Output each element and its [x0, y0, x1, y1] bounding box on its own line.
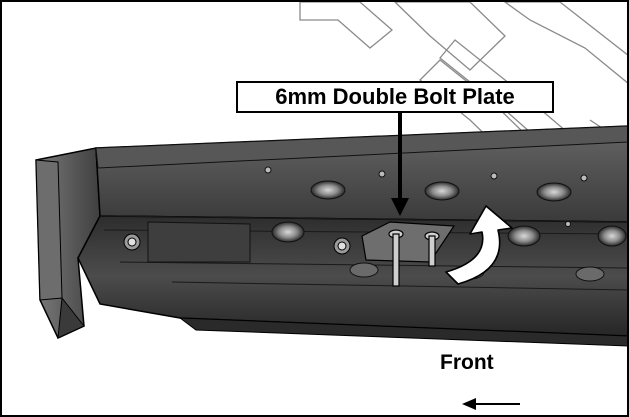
arrow-left-icon: [462, 398, 520, 410]
callout-pointer-arrow: [391, 112, 409, 216]
mounting-holes: [264, 166, 627, 282]
callout-label: 6mm Double Bolt Plate: [236, 81, 554, 113]
corner-bolts: [123, 233, 351, 255]
rotation-arrow: [445, 205, 513, 285]
access-panel: [147, 221, 251, 263]
front-direction-label: Front: [440, 351, 494, 374]
double-bolt-plate: [361, 221, 456, 287]
